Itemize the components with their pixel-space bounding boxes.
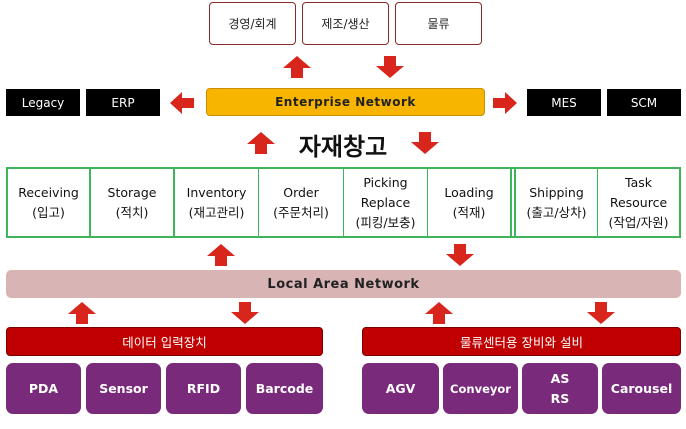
process-divider (258, 167, 259, 238)
enterprise-network-bar: Enterprise Network (206, 88, 485, 116)
process-divider (173, 167, 175, 238)
top-box-logistics: 물류 (395, 2, 482, 45)
device-label: Barcode (255, 380, 314, 396)
process-name: Receiving (18, 184, 79, 200)
process-divider (679, 167, 681, 238)
process-divider (510, 167, 512, 238)
device-label: Carousel (610, 380, 673, 396)
device-label: PDA (28, 380, 59, 396)
process-korean: (출고/상차) (526, 204, 587, 220)
top-box-management: 경영/회계 (209, 2, 296, 45)
process-name: Replace (360, 194, 411, 210)
process-divider (597, 167, 598, 238)
arrow-down-icon (446, 244, 474, 266)
process-divider (89, 167, 91, 238)
legacy-box: Legacy (6, 89, 80, 116)
local-area-network-bar: Local Area Network (6, 270, 681, 298)
arrow-right-icon (493, 92, 517, 114)
process-divider (427, 167, 428, 238)
arrow-up-icon (425, 302, 453, 324)
process-shipping: Shipping (출고/상차) (516, 169, 597, 236)
process-name: Storage (107, 184, 157, 200)
process-task-resource: Task Resource (작업/자원) (598, 169, 679, 236)
equipment-asrs: AS RS (522, 363, 598, 414)
process-korean: (피킹/보충) (355, 214, 416, 230)
process-picking: Picking Replace (피킹/보충) (344, 169, 427, 236)
mes-box: MES (527, 89, 601, 116)
equipment-conveyor: Conveyor (443, 363, 518, 414)
data-input-devices-bar: 데이터 입력장치 (6, 327, 323, 356)
arrow-up-icon (207, 244, 235, 266)
device-label: RFID (186, 380, 221, 396)
process-name: Picking (363, 174, 408, 190)
process-name: Task (625, 174, 652, 190)
equipment-agv: AGV (362, 363, 439, 414)
device-rfid: RFID (166, 363, 241, 414)
process-storage: Storage (적치) (91, 169, 173, 236)
device-pda: PDA (6, 363, 81, 414)
erp-box: ERP (86, 89, 160, 116)
logistics-equipment-bar: 물류센터용 장비와 설비 (362, 327, 681, 356)
process-inventory: Inventory (재고관리) (175, 169, 258, 236)
device-label: Conveyor (450, 381, 511, 396)
warehouse-title: 자재창고 (298, 132, 388, 161)
process-order: Order (주문처리) (259, 169, 343, 236)
arrow-down-icon (587, 302, 615, 324)
arrow-up-icon (68, 302, 96, 324)
arrow-up-icon (247, 132, 275, 154)
process-receiving: Receiving (입고) (8, 169, 89, 236)
device-label: RS (550, 390, 570, 406)
arrow-down-icon (376, 56, 404, 78)
process-divider (343, 167, 344, 238)
equipment-carousel: Carousel (602, 363, 681, 414)
process-divider (6, 167, 8, 238)
device-label: AS (550, 370, 570, 386)
arrow-down-icon (231, 302, 259, 324)
arrow-up-icon (283, 56, 311, 78)
process-korean: (작업/자원) (608, 214, 669, 230)
process-loading: Loading (적재) (428, 169, 510, 236)
process-name: Loading (444, 184, 494, 200)
top-box-manufacturing: 제조/생산 (302, 2, 389, 45)
process-korean: (적재) (452, 204, 486, 220)
device-label: Sensor (99, 380, 148, 396)
process-korean: (주문처리) (273, 204, 329, 220)
process-name: Order (283, 184, 319, 200)
process-korean: (적치) (115, 204, 149, 220)
device-barcode: Barcode (246, 363, 323, 414)
process-name: Resource (609, 194, 668, 210)
process-name: Inventory (186, 184, 247, 200)
process-divider (514, 167, 516, 238)
process-name: Shipping (529, 184, 584, 200)
arrow-left-icon (170, 92, 194, 114)
scm-box: SCM (607, 89, 681, 116)
process-korean: (입고) (32, 204, 65, 220)
device-sensor: Sensor (86, 363, 161, 414)
process-korean: (재고관리) (188, 204, 245, 220)
arrow-down-icon (411, 132, 439, 154)
device-label: AGV (385, 380, 416, 396)
